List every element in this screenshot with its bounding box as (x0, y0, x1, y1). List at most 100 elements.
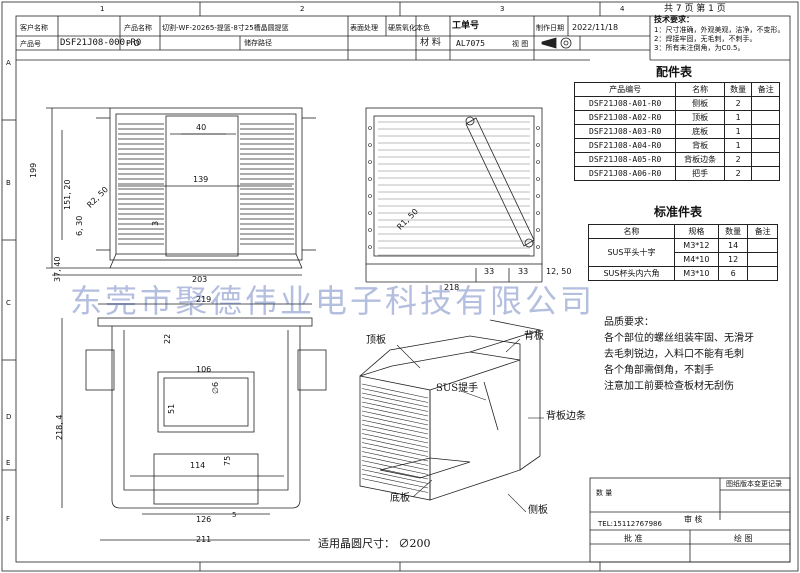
edge-number: 2 (300, 5, 305, 13)
iso-slot-fin (361, 455, 429, 471)
label-bottom-plate: 底板 (390, 493, 410, 504)
parts-table: 产品编号 名称 数量 备注 DSF21J08-A01-R0 侧板 2 DSF21… (573, 82, 780, 181)
work-order-label: 工单号 (452, 21, 480, 31)
tech-req-item-1: 1：尺寸准确，外观美观，洁净，不变形。 (654, 26, 785, 34)
label-side-plate: 侧板 (528, 505, 548, 516)
company-watermark: 东莞市聚德伟业电子科技有限公司 (70, 282, 596, 320)
iso-slot-fin (361, 419, 429, 435)
screw-hole (368, 211, 372, 215)
iso-slot-fin (361, 410, 429, 426)
table-header: 产品编号 (573, 82, 677, 97)
iso-slot-fin (361, 415, 429, 430)
table-cell: M3*12 (673, 238, 719, 253)
screw-hole (536, 143, 540, 147)
dim-side-218: 218 (444, 283, 460, 292)
iso-slot-fin (361, 433, 429, 448)
quality-line-4: 注意加工前要检查板材无刮伤 (604, 381, 734, 392)
table-cell: DSF21J08-A05-R0 (573, 152, 677, 167)
material-label: 材 料 (420, 38, 441, 48)
review-label: 审 核 (684, 515, 703, 524)
table-cell: M3*10 (673, 266, 719, 281)
dim-top-126: 126 (196, 515, 212, 524)
table-cell: M4*10 (673, 252, 719, 267)
edge-letter: A (6, 59, 11, 67)
dim-top-218: 218, 4 (55, 414, 64, 440)
table-cell (747, 252, 778, 267)
edge-letter: D (6, 413, 12, 421)
edge-number: 3 (500, 5, 505, 13)
view-label: 视 图 (512, 40, 529, 48)
label-back-plate: 背板 (524, 331, 544, 342)
edge-number: 4 (620, 5, 625, 13)
dim-front-37: 37, 40 (53, 256, 62, 282)
edge-letter: E (6, 459, 11, 467)
quality-line-1: 各个部位的螺丝组装牢固、无滑牙 (604, 333, 754, 344)
iso-slot-fin (361, 424, 429, 439)
table-header: 名称 (675, 82, 725, 97)
tech-req-title: 技术要求： (654, 15, 694, 24)
table-row: SUS平头十字 M3*12 14 (588, 238, 778, 267)
quality-title: 品质要求： (604, 317, 654, 328)
table-row: DSF21J08-A04-R0 背板 1 (573, 138, 780, 153)
table-cell: 12 (717, 252, 749, 267)
table-cell (751, 124, 780, 139)
screw-hole (536, 211, 540, 215)
table-header-row: 产品编号 名称 数量 备注 (573, 82, 780, 97)
parts-table-title: 配件表 (656, 65, 693, 79)
table-cell: 侧板 (675, 96, 725, 111)
table-cell: 2 (723, 152, 753, 167)
table-cell: 把手 (675, 166, 725, 181)
date-value: 2022/11/18 (572, 23, 619, 32)
table-cell (751, 152, 780, 167)
screw-hole (536, 245, 540, 249)
date-label: 制作日期 (536, 24, 564, 32)
table-cell: 1 (723, 138, 753, 153)
table-header: 备注 (747, 224, 778, 239)
table-cell: 背板边条 (675, 152, 725, 167)
product-name-label: 产品名称 (124, 24, 152, 32)
screw-hole (368, 126, 372, 130)
table-cell: 底板 (675, 124, 725, 139)
table-cell: 1 (723, 110, 753, 125)
iso-slot-fin (361, 437, 429, 453)
table-header: 名称 (588, 224, 675, 239)
screw-hole (368, 143, 372, 147)
label-top-plate: 顶板 (366, 335, 386, 346)
table-row: SUS杯头内六角 M3*10 6 (588, 266, 778, 281)
iso-slot-fin (361, 460, 429, 475)
screw-hole (536, 194, 540, 198)
table-cell: 1 (723, 124, 753, 139)
dim-top-22: 22 (163, 333, 172, 344)
iso-slot-fin (361, 464, 429, 480)
screw-hole (368, 245, 372, 249)
table-cell: SUS平头十字 (588, 238, 675, 267)
table-cell (751, 110, 780, 125)
iso-slot-fin (361, 401, 429, 417)
dim-top-114: 114 (190, 461, 206, 470)
table-cell: 背板 (675, 138, 725, 153)
iso-slot-fin (361, 397, 429, 412)
page-count: 共 7 页 第 1 页 (664, 4, 726, 14)
table-cell: DSF21J08-A01-R0 (573, 96, 677, 111)
table-row: DSF21J08-A05-R0 背板边条 2 (573, 152, 780, 167)
table-cell: DSF21J08-A06-R0 (573, 166, 677, 181)
iso-slot-fin (361, 478, 429, 493)
table-row: DSF21J08-A03-R0 底板 1 (573, 124, 780, 139)
edge-letter: B (6, 179, 11, 187)
tech-req-item-3: 3：所有未注倒角，为C0.5。 (654, 44, 745, 52)
surface-label: 表面处理 (350, 24, 378, 32)
approve-label: 批 准 (624, 534, 643, 543)
edge-number: 1 (100, 5, 105, 13)
dim-top-51: 51 (167, 403, 176, 414)
std-table: 名称 规格 数量 备注 SUS平头十字 M3*12 14 M4*10 12 SU… (588, 224, 778, 281)
dim-top-106: 106 (196, 365, 212, 374)
screw-hole (368, 194, 372, 198)
table-row: DSF21J08-A06-R0 把手 2 (573, 166, 780, 181)
table-cell (751, 96, 780, 111)
wafer-size-note: 适用晶圆尺寸： ∅200 (318, 537, 431, 550)
iso-slot-fin (361, 428, 429, 444)
screw-hole (536, 126, 540, 130)
table-header: 备注 (751, 82, 780, 97)
dim-side-12: 12, 50 (546, 267, 572, 276)
